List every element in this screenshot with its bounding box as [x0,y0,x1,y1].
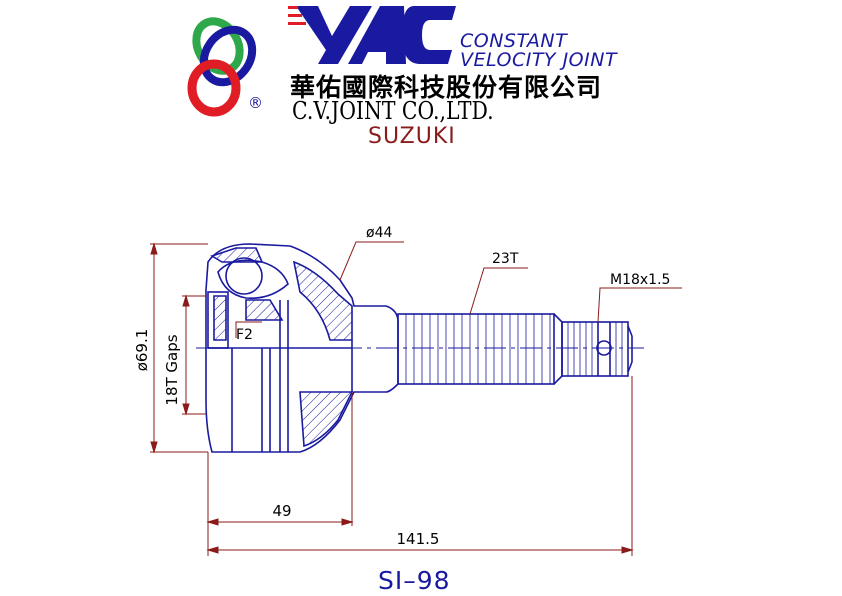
part-number: SI–98 [378,566,451,595]
company-name-english: C.V.JOINT CO.,LTD. [292,97,494,125]
brand-wordmark-icon [288,6,456,64]
overall-length-label: 141.5 [397,530,440,548]
registered-mark: ® [248,94,263,112]
joint-outline [205,243,633,453]
company-name-chinese: 華佑國際科技股份有限公司 [290,73,603,102]
thread-spec-label: M18x1.5 [610,272,670,288]
vehicle-make: SUZUKI [368,124,456,149]
tagline-line2: VELOCITY JOINT [460,49,618,71]
ball-label: F2 [236,327,253,343]
neck-diameter-label: ø44 [366,225,392,241]
spline-teeth [405,314,623,384]
outer-diameter-label: ø69.1 [133,329,151,372]
logo-rings-icon [187,17,257,117]
dimension-lines [150,241,682,556]
spline-count-label: 23T [492,251,519,267]
abs-gaps-label: 18T Gaps [163,334,181,405]
bell-length-label: 49 [272,502,291,520]
tagline-line1: CONSTANT [460,30,568,52]
